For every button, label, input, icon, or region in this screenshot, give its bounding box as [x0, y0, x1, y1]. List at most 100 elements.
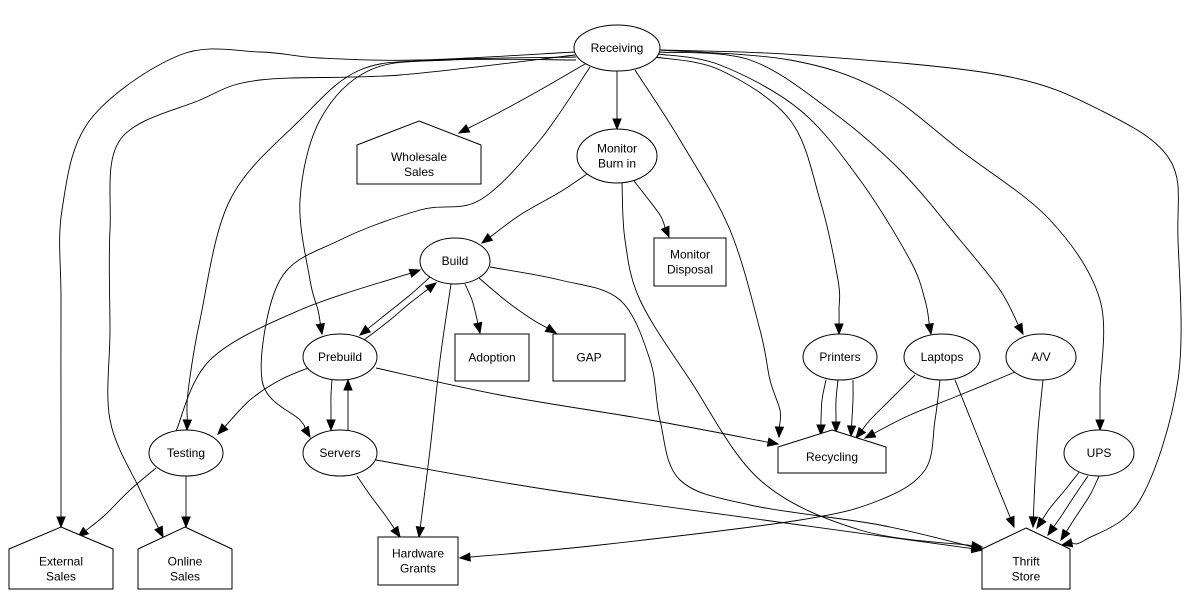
- edge-monitor-burn-in-to-monitor-disposal: [633, 180, 670, 239]
- arrowhead-icon: [1060, 538, 1074, 548]
- box-node-shape: [552, 333, 626, 382]
- edge-line: [367, 276, 431, 330]
- node-label: Monitor: [597, 142, 637, 156]
- edge-line: [260, 66, 591, 429]
- edge-line: [464, 283, 479, 324]
- ellipse-node-shape: [573, 24, 661, 72]
- house-node-shape: [8, 526, 114, 590]
- edge-ups-to-thrift-store: [1036, 470, 1081, 530]
- arrowhead-icon: [343, 378, 353, 391]
- edge-line: [659, 49, 1105, 420]
- ellipse-node-shape: [302, 333, 378, 381]
- node-label: Prebuild: [318, 350, 362, 364]
- arrowhead-icon: [408, 268, 422, 278]
- edge-build-to-thrift-store: [489, 266, 984, 552]
- edge-prebuild-to-testing: [217, 367, 309, 435]
- edge-line: [59, 48, 576, 517]
- box-node-shape: [454, 333, 530, 382]
- arrowhead-icon: [834, 323, 844, 336]
- arrowhead-icon: [480, 232, 494, 244]
- edge-line: [621, 182, 973, 547]
- node-ups[interactable]: UPS: [1063, 429, 1135, 477]
- box-node-shape: [377, 536, 459, 586]
- node-gap[interactable]: GAP: [552, 333, 626, 382]
- arrowhead-icon: [816, 424, 826, 437]
- node-av[interactable]: A/V: [1005, 333, 1077, 381]
- node-label: Hardware: [392, 547, 444, 561]
- arrowhead-icon: [181, 516, 191, 529]
- edge-printers-to-recycling: [831, 379, 841, 434]
- edge-prebuild-to-servers: [326, 379, 336, 432]
- node-label: Grants: [400, 562, 436, 576]
- node-label: External: [39, 555, 83, 569]
- arrowhead-icon: [863, 429, 877, 439]
- edge-receiving-to-servers: [260, 66, 591, 439]
- node-testing[interactable]: Testing: [148, 429, 224, 477]
- edge-receiving-to-av: [658, 51, 1024, 336]
- edge-line: [489, 266, 973, 548]
- edge-line: [835, 379, 839, 422]
- ellipse-node-shape: [1063, 429, 1135, 477]
- arrowhead-icon: [358, 324, 372, 336]
- edge-line: [489, 173, 588, 238]
- node-label: Servers: [319, 446, 360, 460]
- ellipse-node-shape: [903, 333, 981, 381]
- edge-line: [356, 475, 395, 529]
- node-recycling[interactable]: Recycling: [777, 429, 887, 474]
- node-laptops[interactable]: Laptops: [903, 333, 981, 381]
- edge-laptops-to-recycling: [855, 374, 916, 440]
- arrowhead-icon: [1028, 516, 1039, 529]
- node-label: Thrift: [1012, 555, 1040, 569]
- node-prebuild[interactable]: Prebuild: [302, 333, 378, 381]
- node-label: Wholesale: [391, 150, 447, 164]
- edge-receiving-to-ups: [659, 49, 1105, 432]
- node-servers[interactable]: Servers: [302, 429, 378, 477]
- arrowhead-icon: [415, 526, 425, 539]
- arrowhead-icon: [970, 543, 984, 554]
- node-build[interactable]: Build: [419, 237, 491, 285]
- arrowhead-icon: [300, 425, 311, 439]
- arrowhead-icon: [76, 526, 90, 538]
- edge-line: [107, 54, 576, 529]
- edge-ups-to-thrift-store: [1047, 475, 1089, 537]
- edge-line: [873, 371, 1016, 434]
- edge-line: [175, 272, 411, 432]
- arrowhead-icon: [217, 423, 229, 435]
- edge-receiving-to-monitor-burn-in: [612, 71, 622, 131]
- edge-line: [820, 379, 827, 426]
- node-label: Disposal: [667, 263, 713, 277]
- node-printers[interactable]: Printers: [802, 333, 878, 381]
- node-label: A/V: [1031, 350, 1050, 364]
- ellipse-node-shape: [1005, 333, 1077, 381]
- edge-line: [657, 53, 930, 325]
- edges-layer: [56, 48, 1182, 562]
- edge-av-to-recycling: [863, 371, 1016, 439]
- edge-line: [224, 367, 309, 428]
- arrowhead-icon: [1005, 515, 1015, 529]
- edge-av-to-thrift-store: [1028, 379, 1044, 529]
- node-label: Monitor: [670, 248, 710, 262]
- node-label: UPS: [1087, 446, 1112, 460]
- ellipse-node-shape: [576, 128, 658, 184]
- edge-laptops-to-thrift-store: [954, 379, 1015, 529]
- edge-prebuild-to-recycling: [375, 367, 780, 447]
- arrowhead-icon: [1013, 322, 1024, 336]
- node-receiving[interactable]: Receiving: [573, 24, 661, 72]
- edge-line: [634, 69, 782, 428]
- node-adoption[interactable]: Adoption: [454, 333, 530, 382]
- node-label: Sales: [46, 570, 76, 584]
- edge-line: [851, 379, 854, 427]
- edge-line: [633, 180, 666, 228]
- edge-line: [478, 277, 548, 329]
- arrowhead-icon: [544, 323, 558, 334]
- node-label: Testing: [167, 446, 205, 460]
- node-label: Printers: [819, 350, 860, 364]
- arrowhead-icon: [390, 525, 401, 539]
